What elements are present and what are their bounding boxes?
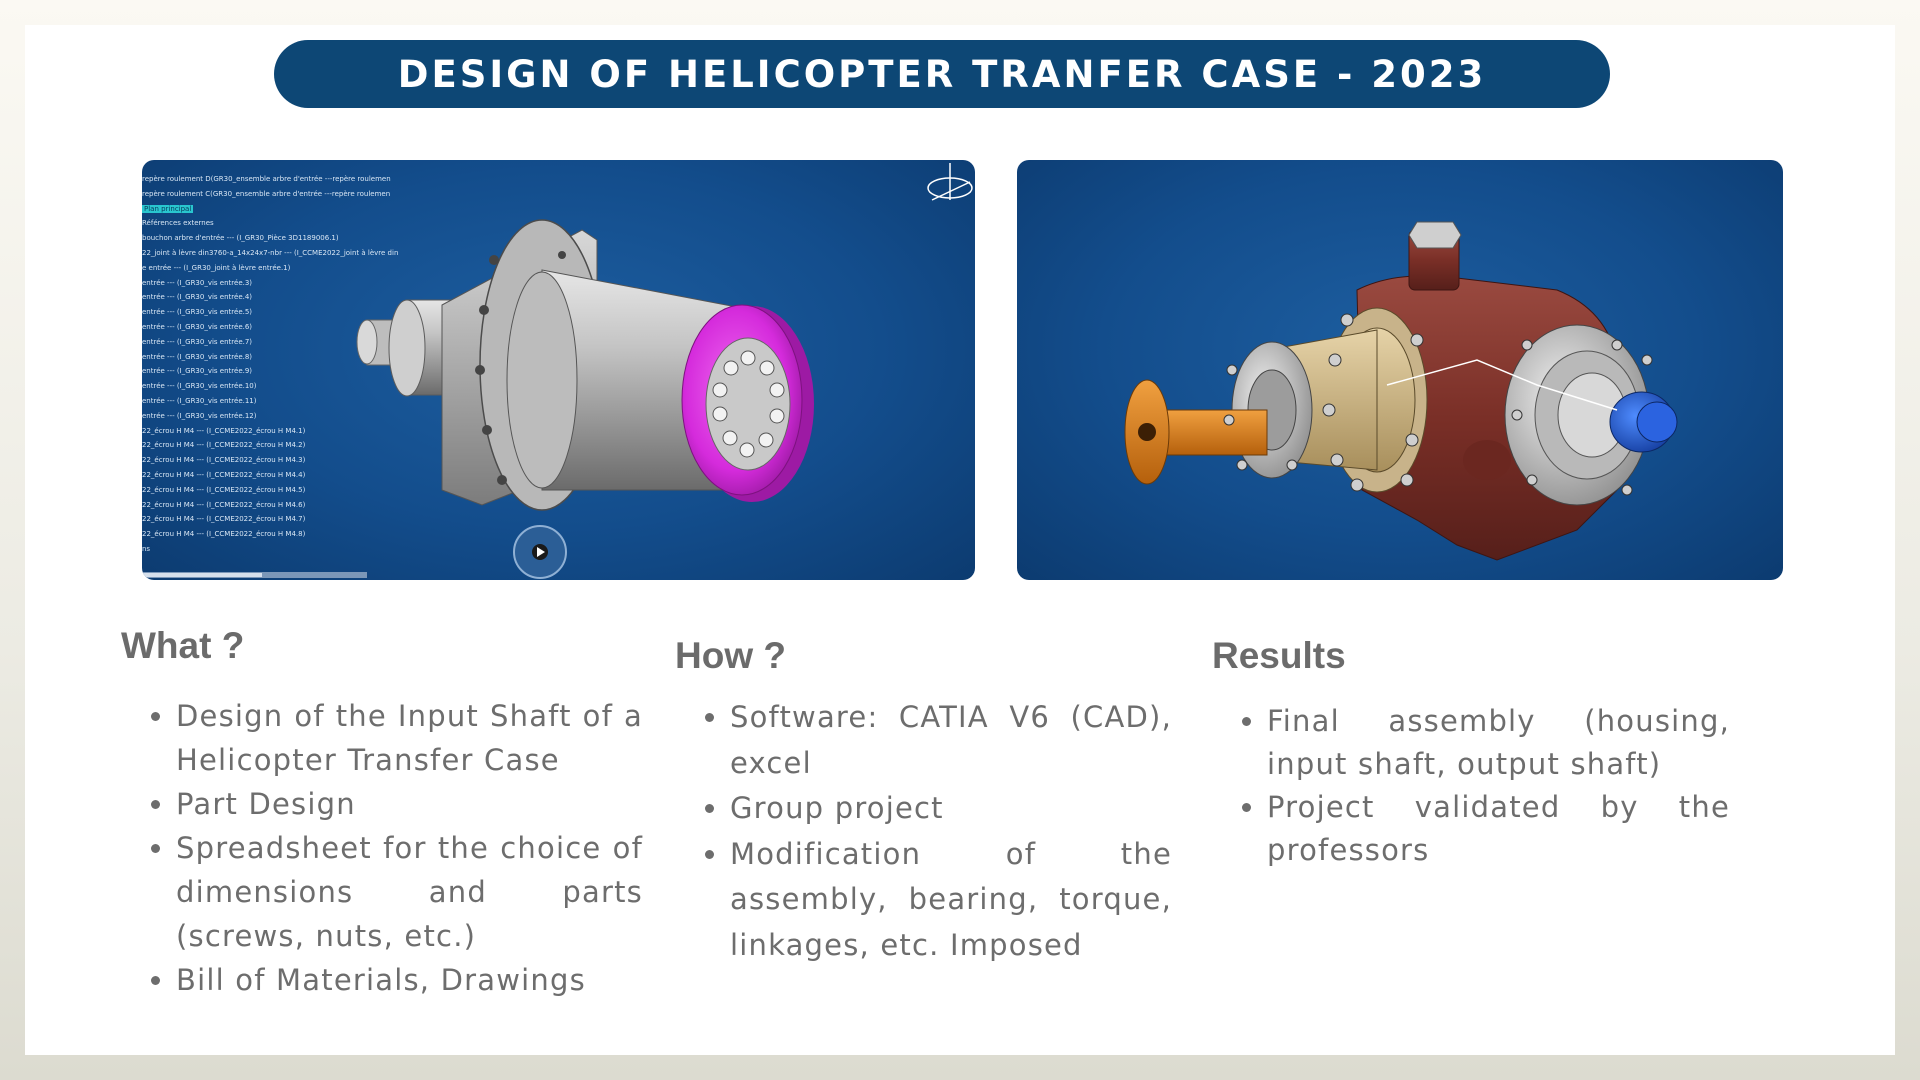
- how-list: Software: CATIA V6 (CAD), excel Group pr…: [675, 695, 1172, 968]
- list-item: Modification of the assembly, bearing, t…: [730, 832, 1172, 969]
- tree-item[interactable]: repère roulement C(GR30_ensemble arbre d…: [142, 187, 398, 202]
- list-item: Design of the Input Shaft of a Helicopte…: [176, 694, 643, 782]
- tree-item[interactable]: 22_écrou H M4 --- (I_CCME2022_écrou H M4…: [142, 453, 398, 468]
- tree-item-label: 22_joint à lèvre din3760-a_14x24x7-nbr -…: [142, 248, 399, 257]
- specification-tree[interactable]: repère roulement D(GR30_ensemble arbre d…: [142, 172, 398, 557]
- tree-item[interactable]: 22_écrou H M4 --- (I_CCME2022_écrou H M4…: [142, 438, 398, 453]
- navigation-wheel-icon: [513, 525, 567, 579]
- list-item: Part Design: [176, 782, 643, 826]
- tree-item[interactable]: Références externes: [142, 216, 398, 231]
- tree-item-label: entrée --- (I_GR30_vis entrée.7): [142, 337, 253, 346]
- tree-item[interactable]: entrée --- (I_GR30_vis entrée.4): [142, 290, 398, 305]
- tree-item-label: entrée --- (I_GR30_vis entrée.12): [142, 411, 257, 420]
- list-item: Spreadsheet for the choice of dimensions…: [176, 826, 643, 958]
- tree-item-label: e entrée --- (I_GR30_joint à lèvre entré…: [142, 263, 291, 272]
- list-item: Software: CATIA V6 (CAD), excel: [730, 695, 1172, 786]
- tree-item[interactable]: Plan principal: [142, 202, 398, 217]
- tree-item-label: 22_écrou H M4 --- (I_CCME2022_écrou H M4…: [142, 500, 306, 509]
- tree-item[interactable]: entrée --- (I_GR30_vis entrée.10): [142, 379, 398, 394]
- compass-icon: [927, 163, 973, 201]
- tree-item-label: entrée --- (I_GR30_vis entrée.5): [142, 308, 253, 317]
- tree-item[interactable]: 22_écrou H M4 --- (I_CCME2022_écrou H M4…: [142, 483, 398, 498]
- cad-screenshot-full-assembly: [1017, 160, 1783, 580]
- list-item: Group project: [730, 786, 1172, 832]
- tree-item-label: entrée --- (I_GR30_vis entrée.3): [142, 278, 253, 287]
- transfer-case-render: [1124, 221, 1678, 561]
- tree-item[interactable]: entrée --- (I_GR30_vis entrée.12): [142, 409, 398, 424]
- page-title: DESIGN OF HELICOPTER TRANFER CASE - 2023: [397, 52, 1487, 96]
- tree-item[interactable]: repère roulement D(GR30_ensemble arbre d…: [142, 172, 398, 187]
- tree-item[interactable]: entrée --- (I_GR30_vis entrée.5): [142, 305, 398, 320]
- tree-item-label: entrée --- (I_GR30_vis entrée.11): [142, 396, 257, 405]
- tree-item[interactable]: e entrée --- (I_GR30_joint à lèvre entré…: [142, 261, 398, 276]
- what-heading: What ?: [121, 625, 245, 666]
- tree-item-label: bouchon arbre d'entrée --- (I_GR30_Pièce…: [142, 234, 339, 243]
- tree-item[interactable]: bouchon arbre d'entrée --- (I_GR30_Pièce…: [142, 231, 398, 246]
- tree-item[interactable]: 22_écrou H M4 --- (I_CCME2022_écrou H M4…: [142, 527, 398, 542]
- tree-item[interactable]: entrée --- (I_GR30_vis entrée.7): [142, 335, 398, 350]
- what-list: Design of the Input Shaft of a Helicopte…: [121, 694, 643, 1002]
- tree-item[interactable]: entrée --- (I_GR30_vis entrée.9): [142, 364, 398, 379]
- tree-item[interactable]: 22_écrou H M4 --- (I_CCME2022_écrou H M4…: [142, 468, 398, 483]
- list-item: Bill of Materials, Drawings: [176, 958, 643, 1002]
- tree-item-label: 22_écrou H M4 --- (I_CCME2022_écrou H M4…: [142, 485, 306, 494]
- tree-item-label: 22_écrou H M4 --- (I_CCME2022_écrou H M4…: [142, 515, 306, 524]
- list-item: Final assembly (housing, input shaft, ou…: [1267, 700, 1730, 786]
- input-shaft-render: [356, 163, 973, 579]
- list-item: Project validated by the professors: [1267, 786, 1730, 872]
- results-heading: Results: [1212, 635, 1346, 676]
- tree-item-label: 22_écrou H M4 --- (I_CCME2022_écrou H M4…: [142, 441, 306, 450]
- results-section: Results Final assembly (housing, input s…: [1212, 635, 1730, 872]
- cad-screenshot-input-shaft: repère roulement D(GR30_ensemble arbre d…: [142, 160, 975, 580]
- tree-item[interactable]: 22_écrou H M4 --- (I_CCME2022_écrou H M4…: [142, 424, 398, 439]
- how-section: How ? Software: CATIA V6 (CAD), excel Gr…: [675, 635, 1172, 968]
- tree-item-label: 22_écrou H M4 --- (I_CCME2022_écrou H M4…: [142, 530, 306, 539]
- tree-item-label: entrée --- (I_GR30_vis entrée.10): [142, 382, 257, 391]
- tree-item[interactable]: 22_écrou H M4 --- (I_CCME2022_écrou H M4…: [142, 512, 398, 527]
- tree-item-label: repère roulement D(GR30_ensemble arbre d…: [142, 175, 391, 183]
- tree-item[interactable]: entrée --- (I_GR30_vis entrée.8): [142, 350, 398, 365]
- tree-item[interactable]: entrée --- (I_GR30_vis entrée.11): [142, 394, 398, 409]
- tree-item-label: 22_écrou H M4 --- (I_CCME2022_écrou H M4…: [142, 456, 306, 465]
- results-list: Final assembly (housing, input shaft, ou…: [1212, 700, 1730, 872]
- tree-item-label: repère roulement C(GR30_ensemble arbre d…: [142, 189, 391, 198]
- tree-item[interactable]: 22_écrou H M4 --- (I_CCME2022_écrou H M4…: [142, 498, 398, 513]
- tree-item[interactable]: entrée --- (I_GR30_vis entrée.6): [142, 320, 398, 335]
- tree-item-label: Plan principal: [142, 204, 194, 213]
- tree-item[interactable]: ns: [142, 542, 398, 557]
- title-banner: DESIGN OF HELICOPTER TRANFER CASE - 2023: [274, 40, 1610, 108]
- how-heading: How ?: [675, 635, 786, 676]
- tree-item-label: 22_écrou H M4 --- (I_CCME2022_écrou H M4…: [142, 426, 306, 435]
- tree-scrollbar[interactable]: [142, 572, 367, 578]
- what-section: What ? Design of the Input Shaft of a He…: [121, 625, 643, 1002]
- tree-item-label: ns: [142, 544, 151, 553]
- tree-item-label: entrée --- (I_GR30_vis entrée.4): [142, 293, 253, 302]
- tree-item-label: entrée --- (I_GR30_vis entrée.6): [142, 322, 253, 331]
- tree-item[interactable]: 22_joint à lèvre din3760-a_14x24x7-nbr -…: [142, 246, 398, 261]
- tree-item-label: entrée --- (I_GR30_vis entrée.9): [142, 367, 253, 376]
- tree-item-label: 22_écrou H M4 --- (I_CCME2022_écrou H M4…: [142, 470, 306, 479]
- tree-item-label: Références externes: [142, 219, 214, 228]
- tree-item-label: entrée --- (I_GR30_vis entrée.8): [142, 352, 253, 361]
- tree-item[interactable]: entrée --- (I_GR30_vis entrée.3): [142, 276, 398, 291]
- slide: DESIGN OF HELICOPTER TRANFER CASE - 2023: [25, 25, 1895, 1055]
